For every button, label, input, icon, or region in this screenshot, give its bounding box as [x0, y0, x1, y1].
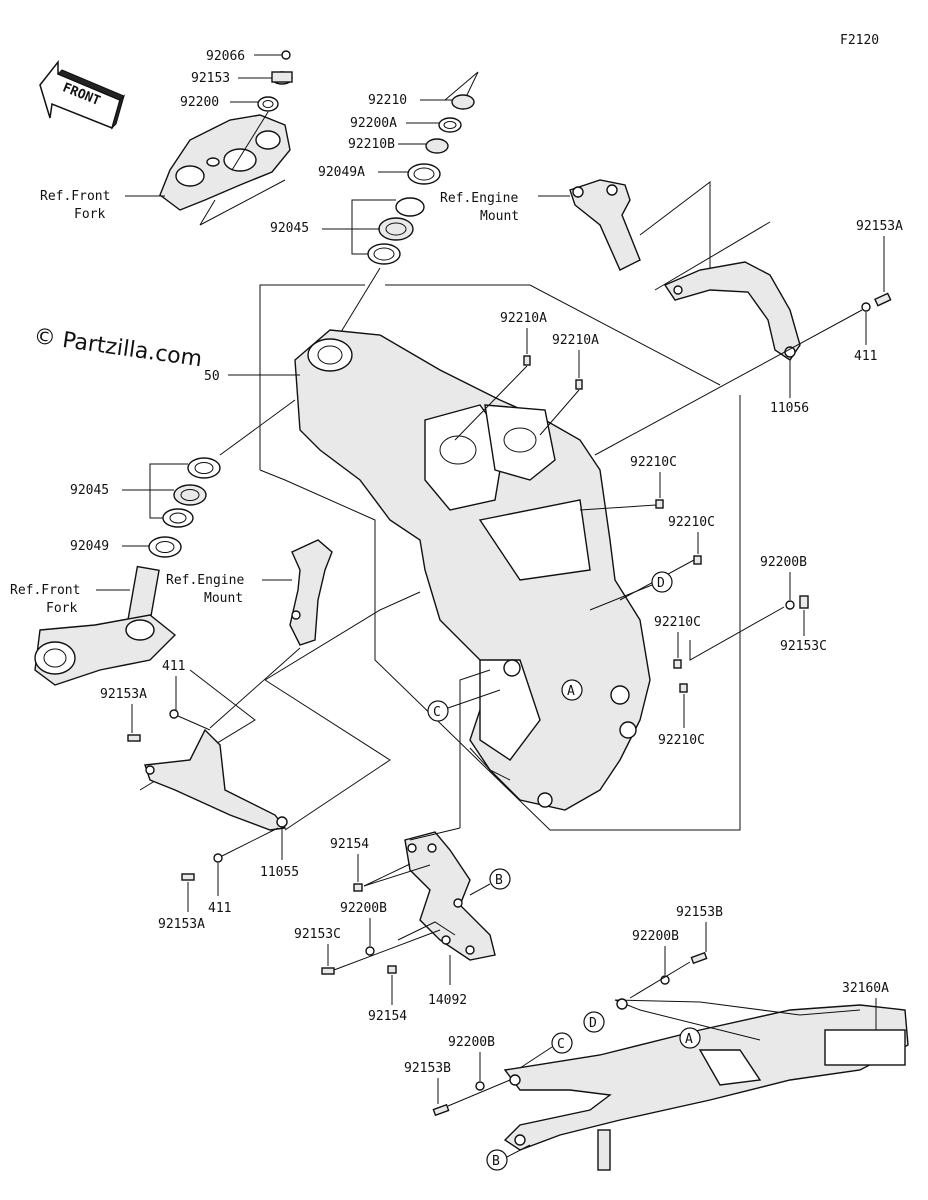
- part-92045-race-lower: [367, 243, 401, 265]
- bolt-92153A-right: [861, 292, 892, 312]
- label-92210C-4: 92210C: [658, 733, 705, 748]
- label-92200B-mid: 92200B: [340, 901, 387, 916]
- bolt-92153C-mid: [321, 946, 375, 975]
- label-14092: 14092: [428, 993, 467, 1008]
- part-92200-washer: [257, 96, 279, 112]
- part-32160A-subframe: [503, 998, 909, 1171]
- label-92210A-2: 92210A: [552, 333, 599, 348]
- front-arrow-icon: FRONT: [39, 59, 126, 130]
- label-92153B-top: 92153B: [676, 905, 723, 920]
- label-92154-top: 92154: [330, 837, 369, 852]
- svg-text:D: D: [589, 1016, 597, 1031]
- label-ref-front-fork-left-2: Fork: [46, 601, 77, 616]
- label-ref-front-fork-left-1: Ref.Front: [10, 583, 80, 598]
- label-411-left-bottom: 411: [208, 901, 231, 916]
- callout-D-main: D: [651, 571, 673, 593]
- label-92153A-left-top: 92153A: [100, 687, 147, 702]
- label-92154-bottom: 92154: [368, 1009, 407, 1024]
- part-92210-nut: [451, 94, 475, 110]
- label-92200A: 92200A: [350, 116, 397, 131]
- bolt-92153A-left-top: [127, 709, 179, 742]
- bolt-92153B-top: [660, 951, 708, 985]
- figure-code: F2120: [840, 33, 879, 48]
- svg-text:D: D: [657, 576, 665, 591]
- part-11055-bracket: [144, 728, 288, 831]
- part-92049A-seal: [407, 163, 441, 185]
- label-92210A-1: 92210A: [500, 311, 547, 326]
- part-92049-seal: [148, 536, 182, 558]
- label-411-right: 411: [854, 349, 877, 364]
- label-92045-top: 92045: [270, 221, 309, 236]
- label-ref-engine-mount-top-2: Mount: [480, 209, 519, 224]
- label-32160A: 32160A: [842, 981, 889, 996]
- label-11055: 11055: [260, 865, 299, 880]
- label-ref-front-fork-top-1: Ref.Front: [40, 189, 110, 204]
- label-ref-front-fork-top-2: Fork: [74, 207, 105, 222]
- label-92210C-3: 92210C: [654, 615, 701, 630]
- svg-text:B: B: [495, 873, 503, 888]
- callout-A-subframe: A: [679, 1027, 701, 1049]
- bolt-92154-bottom: [387, 965, 397, 974]
- main-frame: [294, 329, 651, 811]
- label-32150: 50: [204, 369, 220, 384]
- label-92210: 92210: [368, 93, 407, 108]
- svg-text:C: C: [557, 1037, 565, 1052]
- bolt-92154-top: [353, 883, 363, 892]
- label-92210C-2: 92210C: [668, 515, 715, 530]
- callout-B-cover: B: [489, 868, 511, 890]
- label-92049A: 92049A: [318, 165, 365, 180]
- lower-bearing-stack: [148, 457, 221, 558]
- svg-text:A: A: [567, 684, 575, 699]
- callout-C-subframe: C: [551, 1032, 573, 1054]
- part-92210B-nut: [425, 138, 449, 154]
- callout-A-main: A: [561, 679, 583, 701]
- svg-text:B: B: [492, 1154, 500, 1169]
- label-11056: 11056: [770, 401, 809, 416]
- label-92200: 92200: [180, 95, 219, 110]
- part-14092-cover: [404, 831, 496, 961]
- label-92153C-right: 92153C: [780, 639, 827, 654]
- bolt-92153A-left-bottom: [181, 853, 223, 881]
- lower-triple-clamp-stem: [34, 565, 177, 686]
- label-92153A-right: 92153A: [856, 219, 903, 234]
- part-11056-bracket: [663, 261, 801, 361]
- upper-triple-clamp: [159, 114, 291, 211]
- label-92200B-bottom: 92200B: [448, 1035, 495, 1050]
- svg-text:C: C: [433, 705, 441, 720]
- label-92210C-1: 92210C: [630, 455, 677, 470]
- engine-mount-top: [569, 179, 641, 271]
- label-92153: 92153: [191, 71, 230, 86]
- label-92049: 92049: [70, 539, 109, 554]
- label-92153B-bottom: 92153B: [404, 1061, 451, 1076]
- steering-stem-nut-group: [257, 50, 293, 112]
- callout-C-main: C: [427, 700, 449, 722]
- watermark: © Partzilla.com: [32, 324, 204, 372]
- part-92200A-washer: [438, 117, 462, 133]
- bolts-92210A: [523, 355, 583, 390]
- label-411-left-top: 411: [162, 659, 185, 674]
- part-92066-cap: [281, 50, 291, 60]
- label-92045-left: 92045: [70, 483, 109, 498]
- bolt-92153C-right: [785, 595, 809, 610]
- engine-mount-left: [289, 539, 333, 646]
- part-92045-race: [395, 197, 425, 217]
- label-92200B-right: 92200B: [760, 555, 807, 570]
- label-92153C-mid: 92153C: [294, 927, 341, 942]
- label-92210B: 92210B: [348, 137, 395, 152]
- bolts-92210C: [655, 499, 702, 693]
- label-92066: 92066: [206, 49, 245, 64]
- part-92045-bearing: [378, 217, 414, 241]
- svg-text:A: A: [685, 1032, 693, 1047]
- bolt-92153B-bottom: [432, 1081, 485, 1117]
- callout-D-subframe: D: [583, 1011, 605, 1033]
- label-ref-engine-mount-top-1: Ref.Engine: [440, 191, 518, 206]
- label-92200B-sub: 92200B: [632, 929, 679, 944]
- label-92153A-left-bottom: 92153A: [158, 917, 205, 932]
- callout-B-subframe: B: [486, 1149, 508, 1171]
- label-ref-engine-mount-left-2: Mount: [204, 591, 243, 606]
- label-ref-engine-mount-left-1: Ref.Engine: [166, 573, 244, 588]
